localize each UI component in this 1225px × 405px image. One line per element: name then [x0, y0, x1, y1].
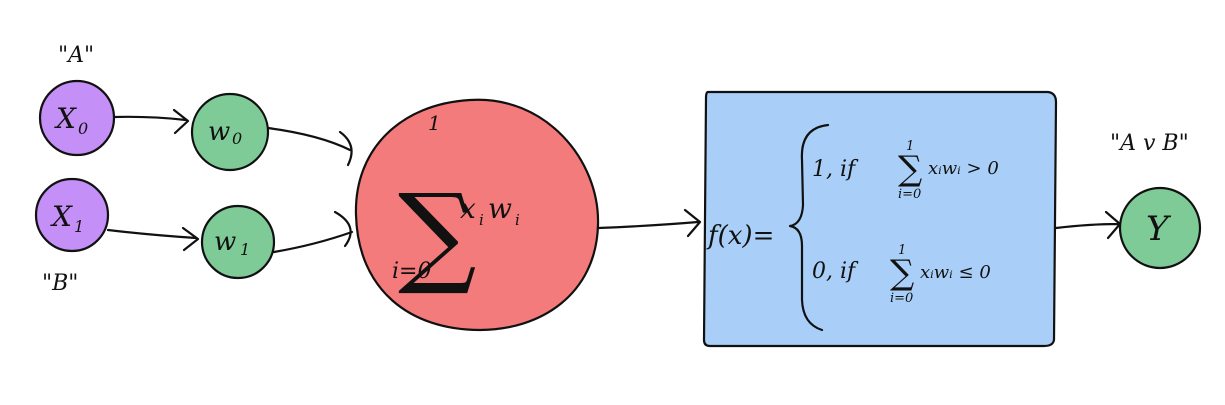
case2-sigma-icon: ∑: [890, 253, 914, 293]
case2-value: 0, if: [812, 259, 859, 284]
sum-term-sub1: i: [479, 211, 484, 229]
case1-expr: xᵢwᵢ > 0: [928, 158, 999, 179]
sum-term-sub2: i: [515, 211, 520, 229]
arrow-w0-sum: [266, 126, 353, 167]
weight-w1-label: w: [214, 227, 236, 257]
output-quote: "A v B": [1110, 131, 1189, 156]
sigma-icon: ∑: [398, 170, 477, 298]
input-x1-sub: 1: [74, 217, 84, 236]
input-b-quote: "B": [42, 271, 78, 296]
input-x1-label: X: [50, 200, 73, 233]
arrow-x1-w1: [106, 226, 200, 252]
case1-lower: i=0: [898, 187, 921, 202]
input-a-quote: "A": [58, 43, 94, 68]
weight-w0-sub: 0: [232, 129, 242, 148]
arrow-x0-w0: [112, 108, 190, 135]
weight-w1-sub: 1: [240, 240, 250, 259]
weight-w0-label: w: [208, 117, 230, 147]
summation-node: ∑ 1 i=0 x i w i: [354, 98, 600, 332]
input-node-x0: X 0: [38, 79, 116, 157]
activation-lhs: f(x)=: [706, 221, 774, 251]
sum-term-x: x: [460, 192, 476, 225]
brace-icon: [788, 123, 830, 332]
input-x0-sub: 0: [78, 119, 88, 138]
case2-expr: xᵢwᵢ ≤ 0: [920, 262, 991, 283]
output-node-y: Y: [1118, 186, 1202, 270]
case1-sigma-icon: ∑: [898, 149, 922, 189]
sum-lower-limit: i=0: [392, 259, 431, 284]
case1-upper: 1: [906, 139, 914, 154]
output-label: Y: [1146, 209, 1172, 249]
weight-node-w1: w 1: [200, 204, 276, 280]
input-node-x1: X 1: [34, 177, 110, 253]
case2-upper: 1: [898, 243, 906, 258]
arrow-activation-output: [1054, 210, 1122, 240]
activation-function-box: f(x)= 1, if ∑ 1 i=0 xᵢwᵢ > 0 0, if ∑ 1 i…: [702, 90, 1058, 348]
weight-node-w0: w 0: [190, 92, 270, 172]
input-x0-label: X: [54, 102, 77, 135]
arrow-w1-sum: [272, 210, 354, 254]
case2-lower: i=0: [890, 291, 913, 306]
sum-upper-limit: 1: [428, 111, 441, 135]
case1-value: 1, if: [812, 157, 859, 182]
arrow-sum-activation: [596, 208, 702, 238]
sum-term-w: w: [488, 192, 512, 225]
